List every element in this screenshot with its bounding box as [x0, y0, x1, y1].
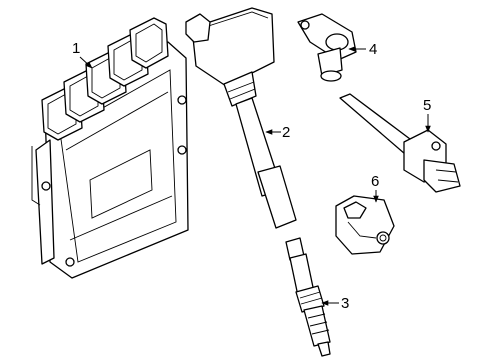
- callout-3-label: 3: [341, 295, 349, 312]
- ecm-connector-block: [41, 17, 169, 141]
- callout-4-label: 4: [369, 41, 377, 58]
- ignition-coil: [185, 7, 297, 229]
- sensor-probe-5: [339, 93, 461, 193]
- callout-2: 2: [265, 124, 290, 141]
- callout-1-label: 1: [72, 40, 80, 57]
- rubber-grommet: [335, 195, 395, 255]
- spark-plug: [285, 237, 331, 357]
- callout-3: 3: [321, 295, 349, 312]
- callout-2-label: 2: [282, 124, 290, 141]
- callout-4: 4: [348, 41, 377, 58]
- callout-5-label: 5: [423, 97, 431, 114]
- position-sensor-4: [297, 13, 357, 82]
- callout-1: 1: [72, 40, 93, 69]
- callout-5: 5: [423, 97, 431, 133]
- callout-6-label: 6: [371, 173, 379, 190]
- callout-6: 6: [371, 173, 379, 203]
